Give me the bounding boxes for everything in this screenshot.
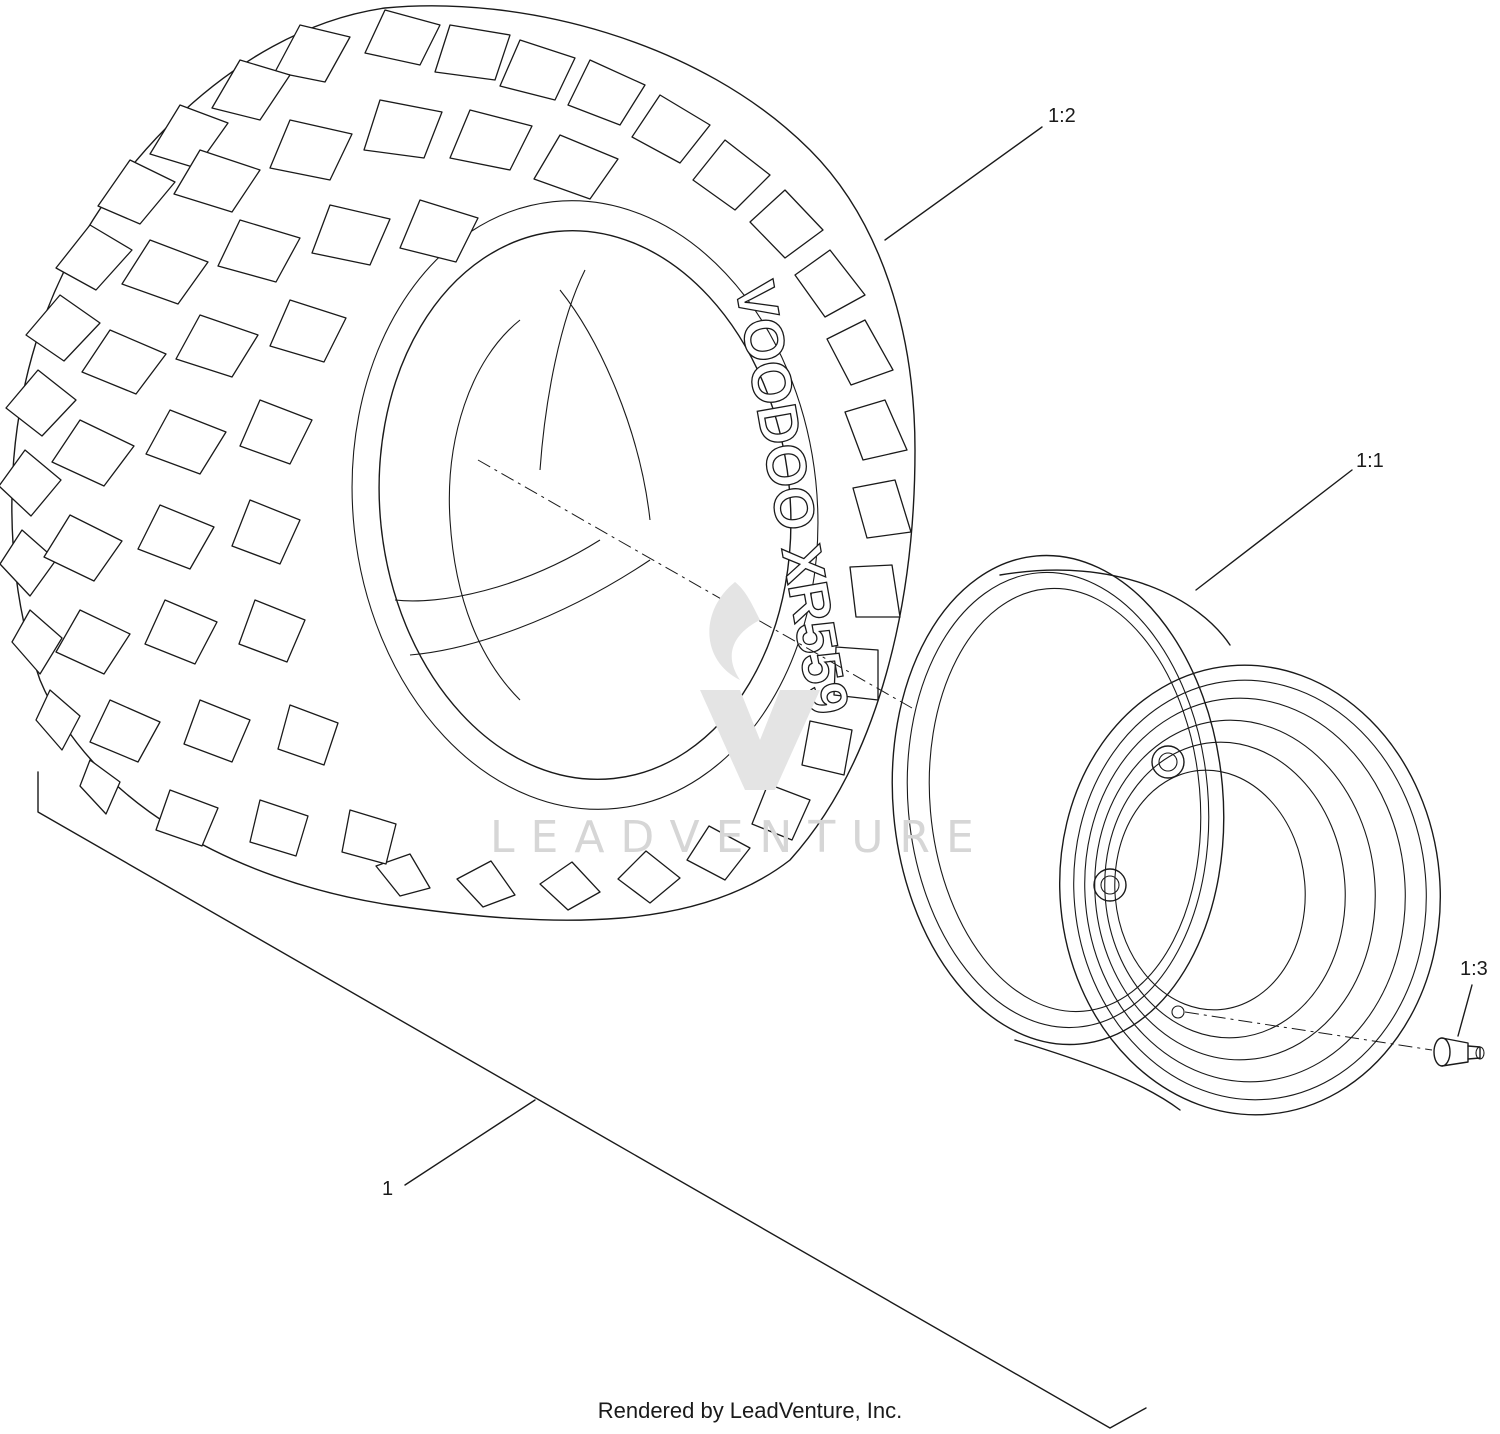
tire: VOODOO XR559 xyxy=(0,5,916,921)
valve-stem xyxy=(1433,1037,1485,1067)
leader-line-valve-stem xyxy=(1457,984,1473,1037)
leader-line-tire xyxy=(884,126,1043,241)
footer-credit: Rendered by LeadVenture, Inc. xyxy=(597,1398,903,1423)
tire-tread xyxy=(0,9,912,911)
wheel-rim xyxy=(891,554,1441,1116)
axis-centerline xyxy=(477,459,913,709)
leader-line-rim xyxy=(1195,469,1353,591)
callout-assembly: 1 xyxy=(382,1178,393,1200)
assembly-bracket xyxy=(37,771,1147,1429)
callout-rim: 1:1 xyxy=(1356,450,1384,472)
watermark: LEADVENTURE xyxy=(490,582,990,863)
callout-tire: 1:2 xyxy=(1048,105,1076,127)
callout-valve-stem: 1:3 xyxy=(1460,958,1488,980)
watermark-text: LEADVENTURE xyxy=(490,812,990,863)
valve-centerline xyxy=(1184,1011,1433,1051)
lug-holes xyxy=(1093,745,1185,1019)
leader-line-assembly xyxy=(404,1099,536,1186)
